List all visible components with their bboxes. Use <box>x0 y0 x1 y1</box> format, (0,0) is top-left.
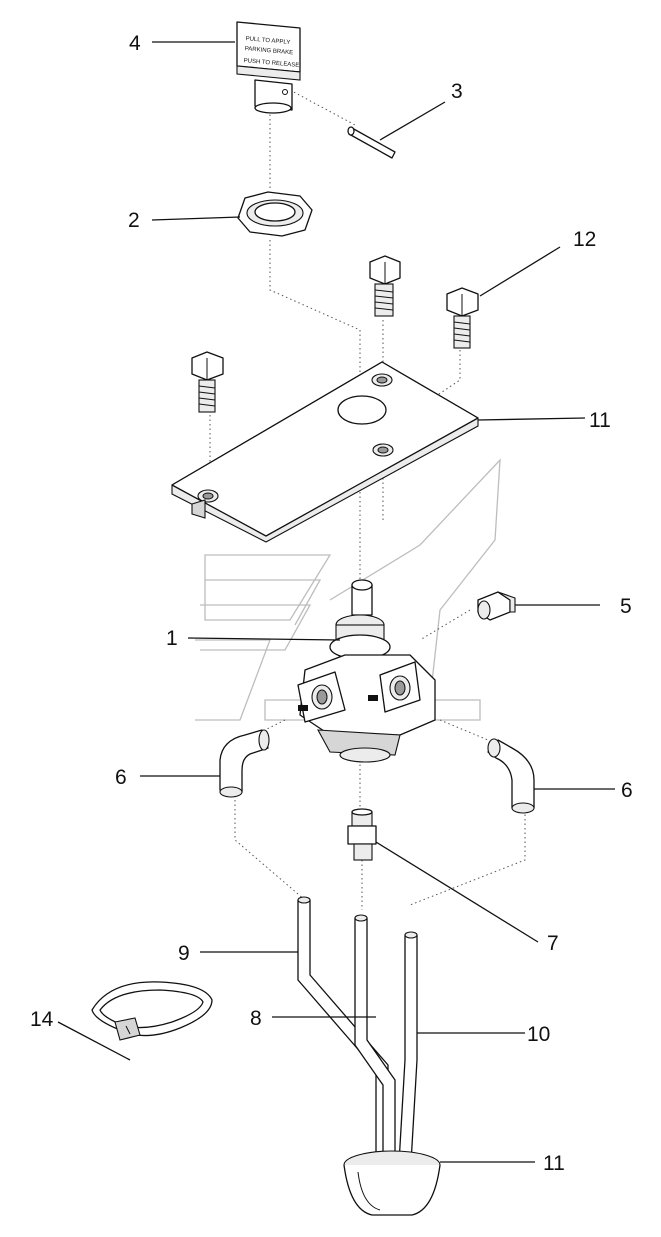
callout-8: 8 <box>250 1007 262 1030</box>
mounting-plate <box>171 361 479 543</box>
callout-5: 5 <box>620 595 632 618</box>
fitting-right <box>477 591 516 621</box>
callout-1: 1 <box>166 627 178 650</box>
hex-bolt-upper <box>369 255 401 317</box>
parking-brake-knob: PULL TO APPLY PARKING BRAKE PUSH TO RELE… <box>236 21 301 114</box>
knob-text-apply: PULL TO APPLY <box>245 36 290 46</box>
elbow-fitting-right <box>487 738 535 814</box>
callout-numbers: 4 3 2 12 11 1 5 6 6 7 9 10 8 11 14 <box>30 32 633 1175</box>
roll-pin <box>347 126 396 159</box>
callout-7: 7 <box>547 932 559 955</box>
callout-6-right: 6 <box>621 779 633 802</box>
air-tubes <box>297 896 418 1181</box>
hex-bolt-right <box>446 287 479 349</box>
parking-brake-valve <box>297 579 436 763</box>
leader-lines <box>57 41 615 1163</box>
hex-bolt-left <box>191 351 224 413</box>
callout-2: 2 <box>128 209 140 232</box>
cable-tie <box>91 981 213 1041</box>
callout-3: 3 <box>451 80 463 103</box>
callout-14: 14 <box>30 1008 54 1031</box>
callout-13: 12 <box>573 228 596 251</box>
grommet <box>343 1150 441 1216</box>
knob-text-release: PUSH TO RELEASE <box>243 58 299 69</box>
callout-6-left: 6 <box>115 766 127 789</box>
callout-4: 4 <box>129 32 141 55</box>
callout-9: 9 <box>178 942 190 965</box>
callout-12: 11 <box>589 409 611 432</box>
callout-10: 10 <box>527 1023 550 1046</box>
elbow-fitting-left <box>219 729 270 798</box>
hex-nut <box>237 191 313 237</box>
knob-text-parking-brake: PARKING BRAKE <box>244 46 293 56</box>
straight-connector <box>347 808 377 861</box>
callout-11: 11 <box>543 1152 565 1175</box>
